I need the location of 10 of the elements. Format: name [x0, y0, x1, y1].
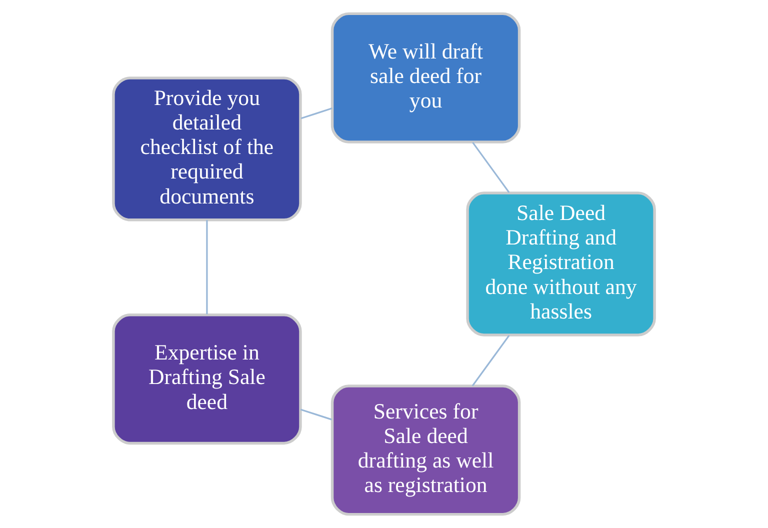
- connector: [472, 334, 510, 386]
- node-box: Provide you detailed checklist of the required documents: [112, 76, 302, 222]
- connector: [206, 220, 208, 314]
- node-box: Expertise in Drafting Sale deed: [112, 314, 302, 445]
- connector: [300, 108, 332, 120]
- connector: [300, 408, 332, 420]
- node-box: Sale Deed Drafting and Registration done without any hassles: [466, 192, 656, 336]
- node-box: We will draft sale deed for you: [330, 12, 521, 144]
- node-box: Services for Sale deed drafting as well as registration: [330, 384, 521, 516]
- connector: [472, 142, 510, 194]
